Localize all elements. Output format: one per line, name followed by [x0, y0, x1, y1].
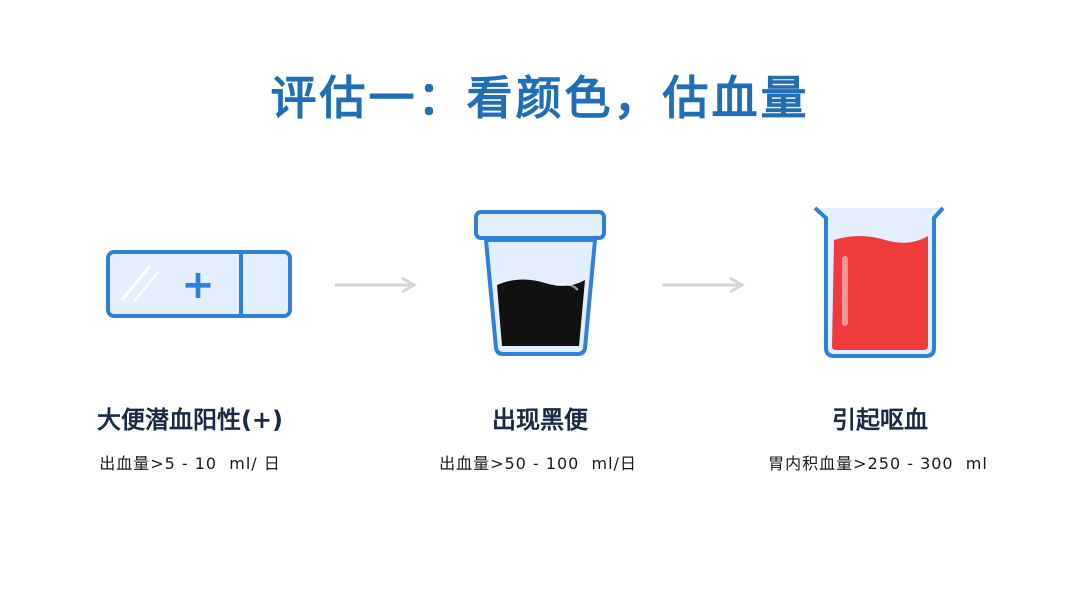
- step-label-black-stool: 出现黑便: [492, 406, 588, 434]
- black-stool-cup-icon: [474, 210, 606, 356]
- test-strip-icon: +: [106, 250, 292, 318]
- red-blood-beaker-icon: [813, 206, 945, 358]
- arrow-right-icon: [662, 276, 745, 294]
- step-note-hematemesis: 胃内积血量>250 - 300 ml: [768, 454, 988, 473]
- step-label-occult-blood: 大便潜血阳性(+): [96, 406, 284, 434]
- step-note-black-stool: 出血量>50 - 100 ml/日: [439, 454, 637, 473]
- flow-graphic: +: [106, 206, 945, 358]
- step-note-occult-blood: 出血量>5 - 10 ml/ 日: [99, 454, 281, 473]
- plus-sign: +: [181, 262, 215, 308]
- arrow-right-icon: [335, 276, 417, 294]
- page-title: 评估一：看颜色，估血量: [270, 71, 810, 125]
- step-label-hematemesis: 引起呕血: [832, 406, 928, 434]
